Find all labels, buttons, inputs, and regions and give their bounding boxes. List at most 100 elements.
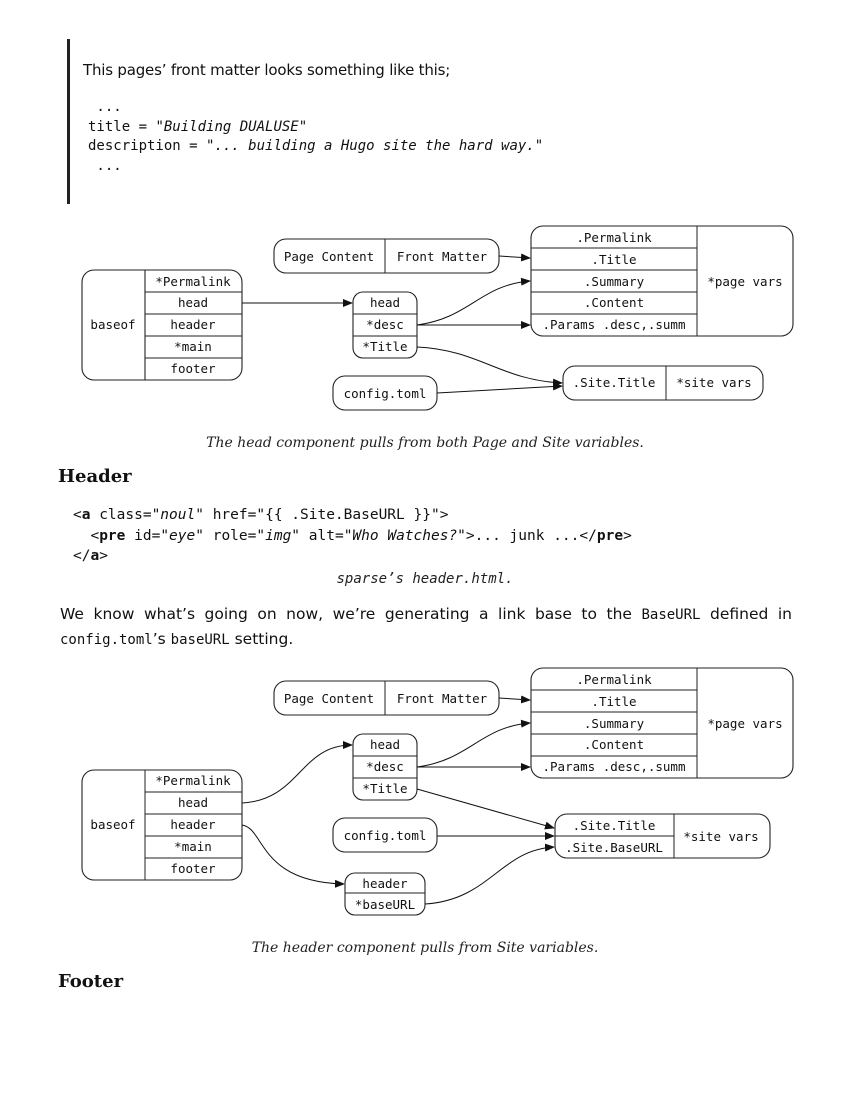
paragraph-text: defined in [700,605,792,623]
code-string: "Who Watches?" [343,527,466,544]
code-token: < [73,507,82,523]
page-var-item: .Title [591,694,636,709]
code-caption: sparse’s header.html. [336,571,514,587]
baseof-item: *Permalink [155,274,231,289]
head-node-item: *Title [362,339,407,354]
page-content-label: Page Content [284,249,374,264]
page-vars-label: *page vars [707,274,782,289]
page-vars-node: .Permalink .Title .Summary .Content .Par… [530,667,794,779]
baseof-item: *main [174,839,212,854]
baseof-item: header [170,817,216,832]
diagram1-caption: The head component pulls from both Page … [206,435,644,451]
code-tag: a [90,548,100,564]
baseof-item: header [170,317,216,332]
page-var-item: .Params .desc,.summ [543,317,686,332]
site-var-item: .Site.Title [573,375,656,390]
site-vars-label: *site vars [683,829,758,844]
page-content-node: Page Content Front Matter [273,238,500,274]
front-matter-label: Front Matter [397,691,488,706]
baseof-item: *main [174,339,212,354]
page-var-item: .Content [584,295,644,310]
head-component-diagram: baseof *Permalink head header *main foot… [81,225,794,411]
header-node: header *baseURL [344,872,426,916]
page-var-item: .Summary [584,274,645,289]
code-token: >... junk ...</ [465,527,597,544]
head-node-item: head [370,737,400,752]
config-node: config.toml [332,375,438,411]
code-tag: a [81,507,91,523]
code-token: class= [90,507,152,523]
code-token: > [623,527,632,544]
code-token: < [73,527,100,544]
inline-code: config.toml [60,632,153,648]
site-vars-node: .Site.Title *site vars [562,365,764,401]
header-node-item: header [362,876,408,891]
code-token: > [99,548,108,564]
page-content-node: Page Content Front Matter [273,680,500,716]
site-vars-node: .Site.Title .Site.BaseURL *site vars [554,813,771,859]
code-token: role= [203,527,257,544]
page-var-item: .Permalink [576,230,652,245]
front-matter-blockquote: This pages’ front matter looks something… [67,39,770,204]
baseof-item: head [178,295,208,310]
site-vars-label: *site vars [676,375,751,390]
code-token: href= [203,507,257,523]
fm-desc-key: description = [88,138,207,154]
head-node-item: head [370,295,400,310]
head-node-item: *Title [362,781,407,796]
code-tag: pre [99,527,126,544]
head-node-item: *desc [366,759,404,774]
page-var-item: .Permalink [576,672,652,687]
site-var-item: .Site.Title [573,818,656,833]
head-node-item: *desc [366,317,404,332]
diagram2-edges [241,695,555,905]
head-node: head *desc *Title [352,733,418,801]
code-tag: pre [596,527,624,544]
baseof-node: baseof *Permalink head header *main foot… [81,769,243,881]
code-token: </ [73,548,91,564]
diagram1-edges [242,253,563,394]
baseof-item: *Permalink [155,773,231,788]
site-var-item: .Site.BaseURL [565,840,663,855]
page-var-item: .Title [591,252,636,267]
page-var-item: .Summary [584,716,645,731]
paragraph-text: We know what’s going on now, we’re gener… [60,605,642,623]
footer-section-heading: Footer [58,971,124,992]
code-string: "img" [256,527,301,544]
baseof-item: head [178,795,208,810]
code-string: "eye" [160,527,204,544]
config-label: config.toml [344,386,427,401]
body-paragraph: We know what’s going on now, we’re gener… [60,602,792,652]
fm-title-key: title = [88,118,156,135]
baseof-label: baseof [90,317,135,332]
paragraph-text: setting. [229,630,294,648]
fm-title-value: "Building DUALUSE" [155,118,308,135]
baseof-node: baseof *Permalink head header *main foot… [81,269,243,381]
fm-ellipsis-bottom: ... [88,157,122,174]
page-vars-node: .Permalink .Title .Summary .Content .Par… [530,225,794,337]
inline-code: BaseURL [641,607,701,623]
page-content-label: Page Content [284,691,374,706]
front-matter-label: Front Matter [397,249,488,264]
inline-code: baseURL [170,632,230,648]
code-token: id= [125,527,161,544]
fm-ellipsis-top: ... [88,99,122,115]
code-token: > [439,507,449,523]
header-node-item: *baseURL [355,897,415,912]
baseof-label: baseof [90,817,135,832]
page-var-item: .Params .desc,.summ [543,759,686,774]
code-string: "{{ .Site.BaseURL }}" [256,507,440,523]
header-component-diagram: baseof *Permalink head header *main foot… [81,667,794,916]
head-node: head *desc *Title [352,291,418,359]
page-vars-label: *page vars [707,716,782,731]
front-matter-code: ... title = "Building DUALUSE" descripti… [88,98,543,176]
baseof-item: footer [170,861,216,876]
code-token: alt= [300,527,344,544]
fm-desc-value: "... building a Hugo site the hard way." [206,138,544,154]
config-label: config.toml [344,828,427,843]
page-var-item: .Content [584,737,644,752]
blockquote-intro: This pages’ front matter looks something… [83,61,451,79]
header-html-code: <a class="noul" href="{{ .Site.BaseURL }… [73,505,632,567]
config-node: config.toml [332,817,438,853]
baseof-item: footer [170,361,216,376]
